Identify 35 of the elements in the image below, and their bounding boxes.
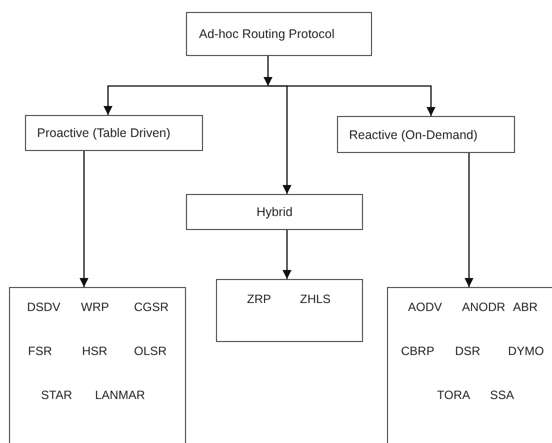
protocol-name: FSR <box>28 344 52 358</box>
category-box <box>337 116 515 153</box>
protocol-name: WRP <box>81 300 109 314</box>
arrow <box>263 56 273 86</box>
protocol-name: HSR <box>82 344 108 358</box>
protocol-name: ZHLS <box>300 292 331 306</box>
protocol-list-box <box>9 287 186 443</box>
protocol-name: ANODR <box>462 300 506 314</box>
protocol-name: TORA <box>437 388 470 402</box>
category-box <box>186 12 372 56</box>
category-label: Hybrid <box>255 205 294 219</box>
arrow <box>464 153 474 287</box>
protocol-name: OLSR <box>134 344 167 358</box>
protocol-list-box <box>387 287 552 443</box>
category-box <box>25 115 203 151</box>
arrow <box>79 151 89 287</box>
category-box <box>186 194 363 230</box>
arrow <box>103 85 268 115</box>
category-label: Reactive (On-Demand) <box>348 128 479 142</box>
protocol-name: AODV <box>408 300 442 314</box>
category-label: Proactive (Table Driven) <box>36 126 172 140</box>
protocol-name: CBRP <box>401 344 434 358</box>
category-label: Ad-hoc Routing Protocol <box>198 27 336 41</box>
protocol-name: ABR <box>513 300 538 314</box>
protocol-name: DSDV <box>27 300 60 314</box>
protocol-name: SSA <box>490 388 514 402</box>
arrow <box>268 85 436 116</box>
arrow <box>282 230 292 279</box>
protocol-name: STAR <box>41 388 72 402</box>
protocol-name: DYMO <box>508 344 544 358</box>
protocol-list-box <box>216 279 363 342</box>
protocol-name: LANMAR <box>95 388 146 402</box>
protocol-name: ZRP <box>247 292 271 306</box>
protocol-name: DSR <box>455 344 480 358</box>
protocol-name: CGSR <box>134 300 169 314</box>
